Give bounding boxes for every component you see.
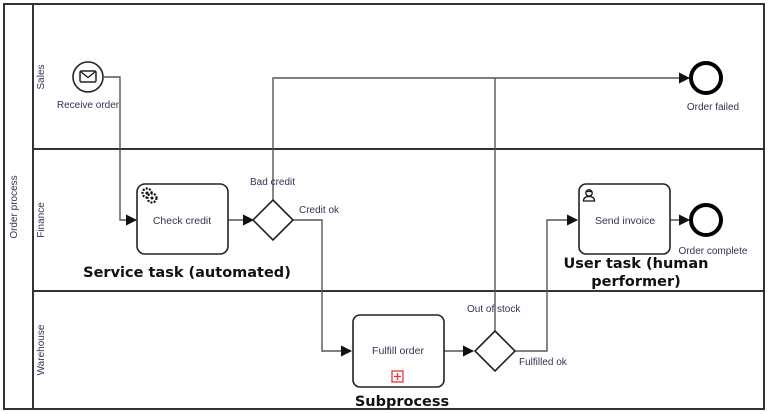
end-event-complete-label: Order complete bbox=[679, 246, 748, 257]
envelope-icon bbox=[79, 70, 97, 83]
lane-label-finance: Finance bbox=[36, 202, 47, 238]
end-event-order-failed[interactable]: Order failed bbox=[687, 61, 739, 113]
task-label: Fulfill order bbox=[372, 345, 424, 357]
lane-sales: Sales bbox=[36, 64, 47, 89]
start-event-receive-order[interactable]: Receive order bbox=[57, 61, 120, 111]
lane-label-warehouse: Warehouse bbox=[36, 324, 47, 375]
flow-label-bad-credit: Bad credit bbox=[250, 177, 295, 188]
expand-plus-icon[interactable] bbox=[391, 370, 404, 383]
flow-bad-credit bbox=[272, 72, 691, 200]
flow-credit-ok bbox=[293, 219, 353, 357]
flow-start-to-check-credit bbox=[104, 76, 138, 226]
task-label: Check credit bbox=[153, 215, 211, 227]
subprocess-fulfill-order[interactable]: Fulfill order bbox=[352, 314, 445, 388]
gateway-credit[interactable] bbox=[251, 198, 295, 242]
lane-label-sales: Sales bbox=[36, 64, 47, 89]
annotation-subprocess: Subprocess bbox=[355, 394, 449, 410]
task-send-invoice[interactable]: Send invoice bbox=[578, 183, 671, 255]
lane-warehouse: Warehouse bbox=[36, 324, 47, 375]
gears-icon bbox=[141, 187, 158, 204]
flow-fulfilled-ok bbox=[515, 214, 579, 352]
flow-label-fulfilled-ok: Fulfilled ok bbox=[519, 357, 568, 368]
pool-label: Order process bbox=[9, 175, 20, 238]
user-icon bbox=[582, 189, 596, 202]
annotation-user-task-line2: performer) bbox=[591, 274, 681, 290]
flow-label-credit-ok: Credit ok bbox=[299, 205, 340, 216]
lane-finance: Finance bbox=[36, 202, 47, 238]
flow-label-out-of-stock: Out of stock bbox=[467, 304, 521, 315]
annotation-service-task: Service task (automated) bbox=[83, 265, 291, 281]
gateway-stock[interactable] bbox=[473, 329, 517, 373]
annotation-user-task-line1: User task (human bbox=[564, 256, 709, 272]
start-event-label: Receive order bbox=[57, 100, 120, 111]
end-event-failed-label: Order failed bbox=[687, 102, 739, 113]
end-event-order-complete[interactable]: Order complete bbox=[679, 203, 748, 257]
task-label: Send invoice bbox=[595, 215, 655, 227]
task-check-credit[interactable]: Check credit bbox=[136, 183, 229, 255]
